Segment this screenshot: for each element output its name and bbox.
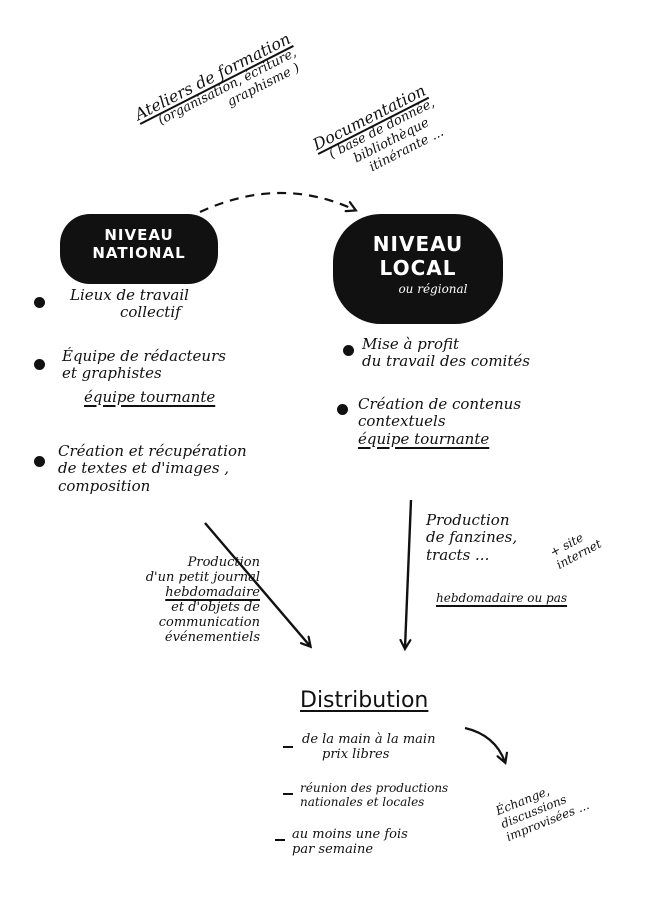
badge-national-line-2: NATIONAL xyxy=(92,244,186,262)
dash-distribution-2 xyxy=(283,793,293,795)
national-item-1: Lieux de travail collectif xyxy=(70,286,189,322)
national-item-2-tag: équipe tournante xyxy=(84,387,216,406)
badge-niveau-national: NIVEAU NATIONAL xyxy=(60,214,218,284)
badge-local-line-1: NIVEAU xyxy=(372,232,464,256)
production-national-line-1: Production xyxy=(187,555,260,570)
badge-local-sub: ou régional xyxy=(398,282,468,296)
local-item-2: Création de contenus contextuels équipe … xyxy=(358,395,522,448)
distribution-item-3-line-2: par semaine xyxy=(292,841,374,857)
national-item-3-line-2: de textes et d'images , xyxy=(58,459,230,478)
production-local-line-2: de fanzines, xyxy=(426,528,518,547)
bullet-national-1 xyxy=(34,297,45,308)
production-local-line-1: Production xyxy=(426,511,510,529)
production-national-line-2: d'un petit journal xyxy=(145,569,260,585)
distribution-item-3-line-1: au moins une fois xyxy=(292,827,408,842)
distribution-item-3: au moins une fois par semaine xyxy=(292,827,408,858)
national-item-2-line-1: Équipe de rédacteurs xyxy=(62,347,226,365)
distribution-item-1-line-2: prix libres xyxy=(322,746,390,762)
national-item-2: Équipe de rédacteurs et graphistes équip… xyxy=(62,347,226,406)
arrow-national-to-distribution xyxy=(204,522,310,646)
local-item-2-line-1: Création de contenus xyxy=(358,395,522,413)
local-item-1-line-2: du travail des comités xyxy=(362,352,530,371)
badge-niveau-local: NIVEAU LOCAL ou régional xyxy=(333,214,503,324)
local-item-1-line-1: Mise à profit xyxy=(362,335,460,353)
distribution-title: Distribution xyxy=(300,688,429,713)
bullet-national-2 xyxy=(34,359,45,370)
distribution-item-1: de la main à la main prix libres xyxy=(302,732,436,763)
production-national: Production d'un petit journal hebdomadai… xyxy=(140,555,260,646)
national-item-3-line-3: composition xyxy=(58,476,151,495)
local-item-1: Mise à profit du travail des comités xyxy=(362,335,530,371)
production-national-line-5: communication xyxy=(158,614,260,630)
local-item-2-line-2: contextuels xyxy=(358,412,446,431)
production-national-line-4: et d'objets de xyxy=(171,599,260,615)
distribution-item-2-line-1: réunion des productions xyxy=(300,781,449,795)
production-local-line-3: tracts ... xyxy=(426,545,490,564)
dashed-arrow-national-to-local xyxy=(199,191,355,213)
local-item-2-tag: équipe tournante xyxy=(358,429,490,448)
distribution-item-2-line-2: nationales et locales xyxy=(300,794,425,809)
dash-distribution-1 xyxy=(283,746,293,748)
bullet-local-2 xyxy=(337,404,348,415)
national-item-3: Création et récupération de textes et d'… xyxy=(58,442,247,495)
arrow-to-echange xyxy=(464,726,505,762)
production-local: Production de fanzines, tracts ... xyxy=(426,511,518,564)
bullet-local-1 xyxy=(343,345,354,356)
national-item-1-line-1: Lieux de travail xyxy=(70,286,189,304)
national-item-1-line-2: collectif xyxy=(120,303,181,322)
production-local-tag: hebdomadaire ou pas xyxy=(436,591,568,605)
badge-local-line-2: LOCAL xyxy=(379,256,457,280)
production-national-line-6: événementiels xyxy=(164,629,260,645)
dash-distribution-3 xyxy=(275,839,285,841)
production-national-line-3: hebdomadaire xyxy=(165,584,260,600)
distribution-item-2: réunion des productions nationales et lo… xyxy=(300,781,449,810)
national-item-2-line-2: et graphistes xyxy=(62,364,162,383)
arrow-local-to-distribution xyxy=(405,499,413,648)
national-item-3-line-1: Création et récupération xyxy=(58,442,247,460)
distribution-item-1-line-1: de la main à la main xyxy=(302,732,436,747)
badge-national-line-1: NIVEAU xyxy=(104,226,174,244)
bullet-national-3 xyxy=(34,456,45,467)
